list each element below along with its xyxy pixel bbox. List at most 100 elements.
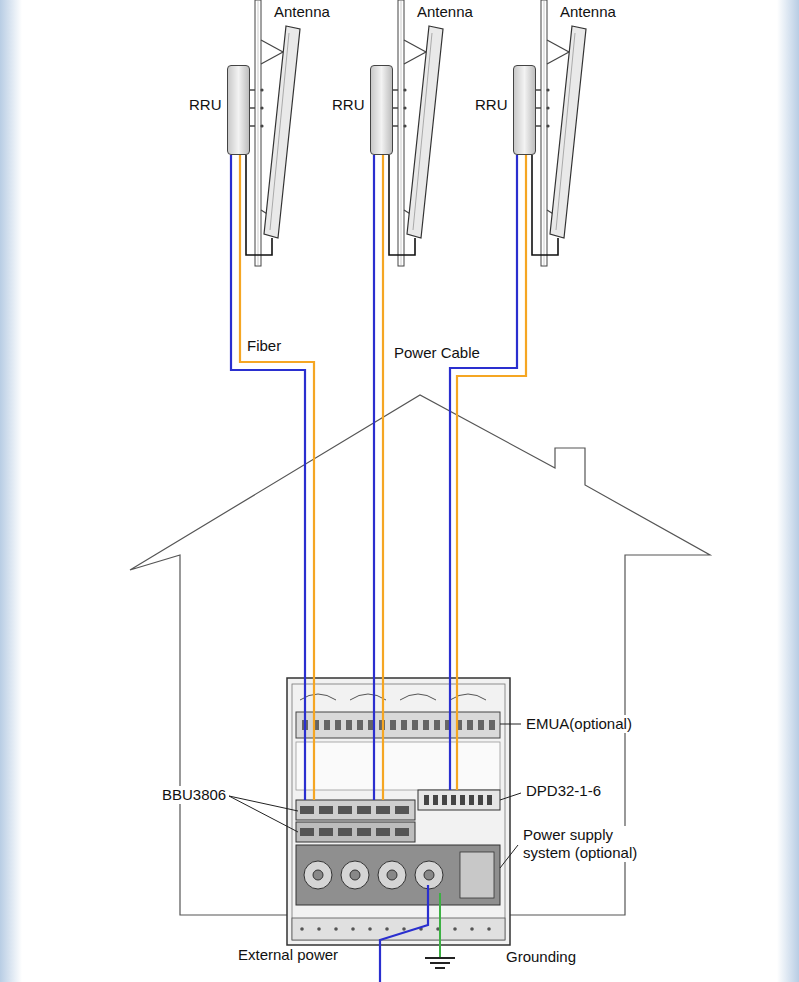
cabinet — [292, 684, 505, 940]
cabinet — [296, 822, 415, 842]
cabinet — [300, 927, 304, 931]
cable — [450, 155, 517, 790]
cabinet — [287, 678, 510, 945]
cabinet — [424, 795, 492, 805]
leader-line — [229, 796, 298, 811]
cabinet — [385, 927, 389, 931]
cabinet — [376, 806, 390, 814]
cabinet — [300, 806, 314, 814]
antenna-outline — [550, 26, 586, 238]
antenna-outline — [262, 25, 302, 240]
part-label: Antenna — [415, 3, 475, 21]
cabinet — [324, 720, 330, 730]
cable — [457, 155, 526, 790]
cabinet — [357, 720, 363, 730]
cabinet — [412, 720, 418, 730]
cabinet — [292, 918, 505, 940]
cabinet — [296, 742, 500, 790]
cabinet — [434, 720, 440, 730]
cabinet — [357, 828, 371, 836]
part-label: Antenna — [558, 3, 618, 21]
cabinet-unit: DPD32-1-6 — [418, 790, 500, 810]
cabinet — [296, 712, 500, 738]
cabinet — [387, 870, 397, 880]
antenna-panel: Antenna — [262, 25, 302, 240]
cabinet — [304, 861, 332, 889]
cabinet — [350, 870, 360, 880]
cabinet — [460, 795, 465, 805]
leader-line — [500, 724, 521, 725]
cabinet — [296, 800, 415, 820]
rru-unit: RRU — [227, 65, 250, 155]
cabinet — [415, 861, 443, 889]
cabinet — [478, 720, 484, 730]
cabinet — [304, 861, 443, 889]
cabinet — [487, 927, 491, 931]
cabinet — [319, 828, 333, 836]
part-label: Antenna — [272, 3, 332, 21]
cabinet — [368, 927, 372, 931]
cabinet — [300, 806, 409, 836]
cabinet — [287, 678, 510, 945]
cabinet — [378, 861, 406, 889]
antenna-outline — [264, 26, 300, 238]
cabinet — [453, 927, 457, 931]
cabinet — [418, 790, 500, 810]
cabinet — [433, 795, 438, 805]
part-label: RRU — [473, 96, 510, 114]
cable — [231, 155, 305, 800]
part-label: RRU — [187, 96, 224, 114]
cable-label: External power — [236, 946, 340, 964]
antenna-panel: Antenna — [548, 25, 588, 240]
cabinet — [442, 795, 447, 805]
cabinet — [302, 720, 495, 730]
cabinet — [334, 927, 338, 931]
cabinet — [376, 828, 390, 836]
page-ground — [777, 0, 799, 982]
leader-line — [500, 793, 521, 800]
antenna-outline — [407, 26, 443, 238]
antenna-panel: Antenna — [405, 25, 445, 240]
cable-label: Power Cable — [392, 344, 482, 362]
part-label: DPD32-1-6 — [524, 782, 603, 800]
cabinet-unit: EMUA(optional) — [296, 712, 500, 738]
cabinet — [300, 828, 314, 836]
cable — [373, 155, 375, 800]
external-power-cable — [380, 885, 428, 982]
antenna-outline — [405, 25, 445, 240]
grounding-wire — [435, 967, 445, 969]
cabinet-unit: Power supply system (optional) — [296, 845, 500, 905]
grounding-wire — [425, 957, 455, 959]
cabinet — [460, 852, 494, 898]
cabinet — [402, 927, 406, 931]
cabinet — [319, 806, 333, 814]
antenna-outline — [270, 33, 289, 230]
cable — [382, 155, 384, 800]
part-label: EMUA(optional) — [524, 715, 634, 733]
cabinet — [489, 720, 495, 730]
cabinet — [451, 795, 456, 805]
antenna-outline — [556, 33, 575, 230]
cabinet — [346, 720, 352, 730]
cabinet — [487, 795, 492, 805]
cabinet — [395, 828, 409, 836]
cable — [240, 155, 314, 800]
cabinet — [467, 720, 473, 730]
cable-label: Grounding — [504, 948, 578, 966]
cabinet — [317, 927, 321, 931]
grounding-wire — [430, 962, 450, 964]
cabinet — [296, 845, 500, 905]
cabinet — [351, 927, 355, 931]
cabinet — [338, 828, 352, 836]
cabinet-unit: BBU3806 — [296, 800, 415, 842]
cabinet — [313, 870, 323, 880]
part-label: BBU3806 — [160, 786, 228, 804]
part-label: RRU — [330, 96, 367, 114]
external-power-cable — [380, 885, 428, 982]
cabinet — [335, 720, 341, 730]
grounding-wire — [439, 893, 441, 958]
cable-label: Fiber — [245, 337, 283, 355]
antenna-outline — [548, 25, 588, 240]
